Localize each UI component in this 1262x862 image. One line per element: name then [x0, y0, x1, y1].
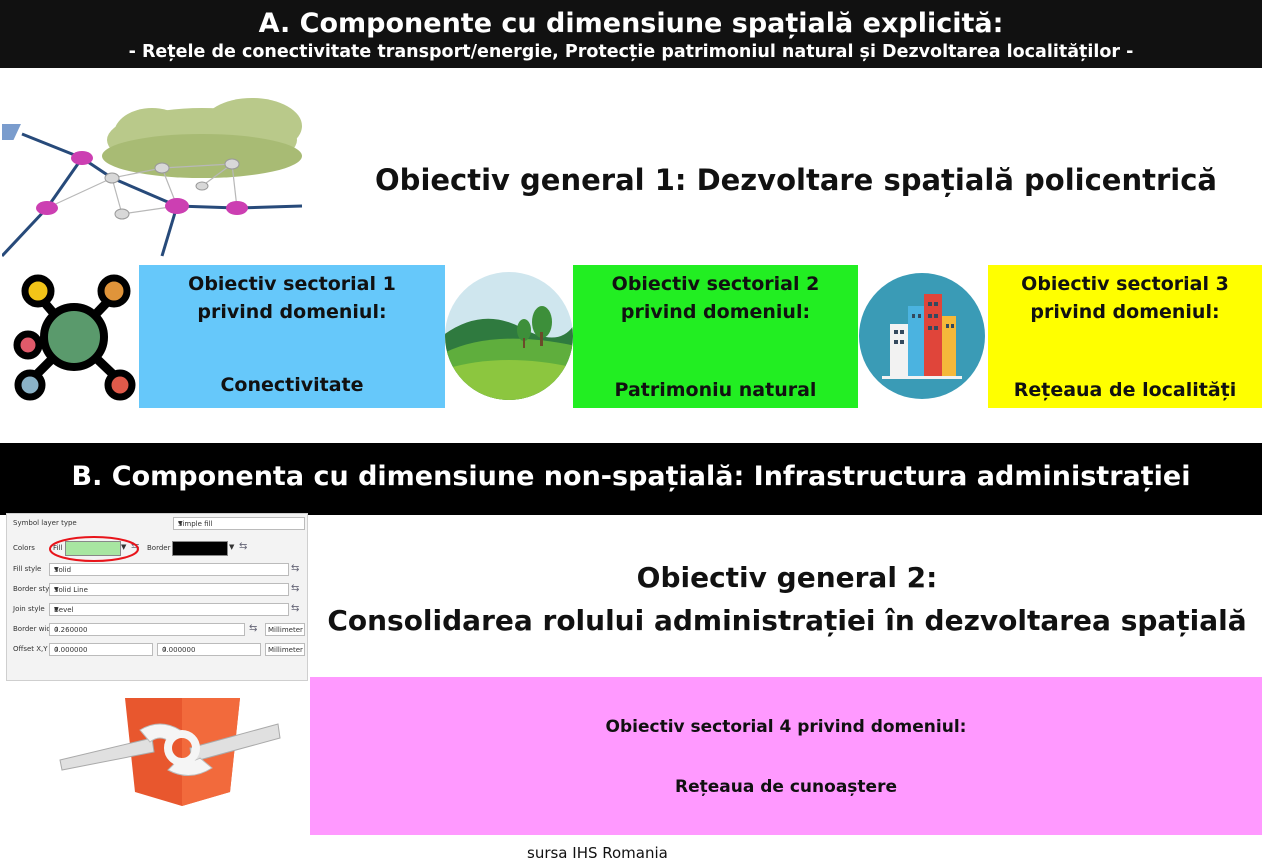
sectorial-box-1: Obiectiv sectorial 1 privind domeniul: C…	[139, 265, 445, 408]
border-style-select[interactable]: Solid Line ▼	[49, 583, 289, 596]
objective-general-2-line2: Consolidarea rolului administrației în d…	[327, 604, 1247, 637]
section-b-title: B. Componenta cu dimensiune non-spațială…	[71, 461, 1191, 492]
offset-x-input[interactable]: 0.000000 ⇕	[49, 643, 153, 656]
sectorial-1-line2: privind domeniul:	[197, 301, 387, 323]
offset-y-input[interactable]: 0.000000 ⇕	[157, 643, 261, 656]
border-width-unit-select[interactable]: Millimeter	[265, 623, 305, 636]
chevron-down-icon[interactable]: ▼	[121, 543, 127, 551]
network-hub-icon	[13, 274, 136, 401]
border-label: Border	[147, 544, 171, 552]
sectorial-2-line2: privind domeniul:	[620, 301, 811, 323]
data-defined-icon[interactable]: ⇆	[291, 563, 300, 574]
city-buildings-icon	[859, 273, 985, 399]
spinbox-arrows-icon: ⇕	[162, 646, 168, 653]
data-defined-icon[interactable]: ⇆	[249, 623, 258, 634]
objective-general-1: Obiectiv general 1: Dezvoltare spațială …	[375, 163, 1217, 197]
chevron-down-icon[interactable]: ▼	[229, 543, 235, 551]
symbol-layer-type-select[interactable]: Simple fill ▼	[173, 517, 305, 530]
section-a-subtitle: - Rețele de conectivitate transport/ener…	[128, 42, 1134, 62]
sectorial-4-line2: Rețeaua de cunoaștere	[675, 777, 897, 797]
border-width-label: Border width	[13, 625, 58, 633]
fill-label: Fill	[53, 544, 63, 552]
highlight-ellipse	[49, 536, 139, 562]
section-a-title: A. Componente cu dimensiune spațială exp…	[258, 8, 1004, 39]
fill-style-value: Solid	[54, 566, 72, 574]
join-style-select[interactable]: Bevel ▼	[49, 603, 289, 616]
source-caption: sursa IHS Romania	[527, 844, 668, 862]
symbol-layer-type-label: Symbol layer type	[13, 519, 77, 527]
fill-style-label: Fill style	[13, 565, 42, 573]
join-style-label: Join style	[13, 605, 45, 613]
spinbox-arrows-icon: ⇕	[54, 646, 60, 653]
offset-x-value: 0.000000	[54, 646, 88, 654]
border-width-value: 0.260000	[54, 626, 88, 634]
join-style-value: Bevel	[54, 606, 74, 614]
border-style-label: Border style	[13, 585, 56, 593]
sectorial-box-3: Obiectiv sectorial 3 privind domeniul: R…	[988, 265, 1262, 408]
chevron-down-icon: ▼	[54, 566, 59, 573]
border-style-value: Solid Line	[54, 586, 88, 594]
data-defined-icon[interactable]: ⇆	[291, 603, 300, 614]
border-color-button[interactable]	[172, 541, 228, 556]
data-defined-icon[interactable]: ⇆	[291, 583, 300, 594]
offset-unit-value: Millimeter	[268, 646, 303, 654]
fill-style-select[interactable]: Solid ▼	[49, 563, 289, 576]
wrench-tools-icon	[59, 698, 281, 806]
data-defined-icon[interactable]: ⇆	[131, 541, 140, 552]
sectorial-3-domain: Rețeaua de localități	[1013, 379, 1237, 401]
sectorial-1-line1: Obiectiv sectorial 1	[188, 273, 396, 295]
data-defined-icon[interactable]: ⇆	[239, 541, 248, 552]
landscape-icon	[445, 272, 573, 400]
sectorial-2-line1: Obiectiv sectorial 2	[611, 273, 820, 295]
symbol-layer-type-value: Simple fill	[178, 520, 213, 528]
objective-general-2-line1: Obiectiv general 2:	[636, 561, 938, 594]
sectorial-3-line1: Obiectiv sectorial 3	[1021, 273, 1229, 295]
offset-label: Offset X,Y	[13, 645, 48, 653]
border-width-input[interactable]: 0.260000 ⇕	[49, 623, 245, 636]
colors-label: Colors	[13, 544, 35, 552]
border-width-unit-value: Millimeter	[268, 626, 303, 634]
fill-color-button[interactable]	[65, 541, 121, 556]
chevron-down-icon: ▼	[178, 520, 183, 527]
spinbox-arrows-icon: ⇕	[54, 626, 60, 633]
symbol-layer-panel: Symbol layer type Simple fill ▼ Colors F…	[6, 513, 308, 681]
sectorial-1-domain: Conectivitate	[220, 374, 364, 396]
sectorial-3-line2: privind domeniul:	[1030, 301, 1220, 323]
section-a-header: A. Componente cu dimensiune spațială exp…	[0, 0, 1262, 68]
sectorial-4-line1: Obiectiv sectorial 4 privind domeniul:	[605, 717, 967, 737]
offset-y-value: 0.000000	[162, 646, 196, 654]
chevron-down-icon: ▼	[54, 606, 59, 613]
sectorial-2-domain: Patrimoniu natural	[614, 379, 817, 401]
network-cloud-illustration	[2, 98, 303, 258]
section-b-header: B. Componenta cu dimensiune non-spațială…	[0, 443, 1262, 515]
sectorial-box-2: Obiectiv sectorial 2 privind domeniul: P…	[573, 265, 858, 408]
offset-unit-select[interactable]: Millimeter	[265, 643, 305, 656]
chevron-down-icon: ▼	[54, 586, 59, 593]
sectorial-box-4: Obiectiv sectorial 4 privind domeniul: R…	[310, 677, 1262, 835]
